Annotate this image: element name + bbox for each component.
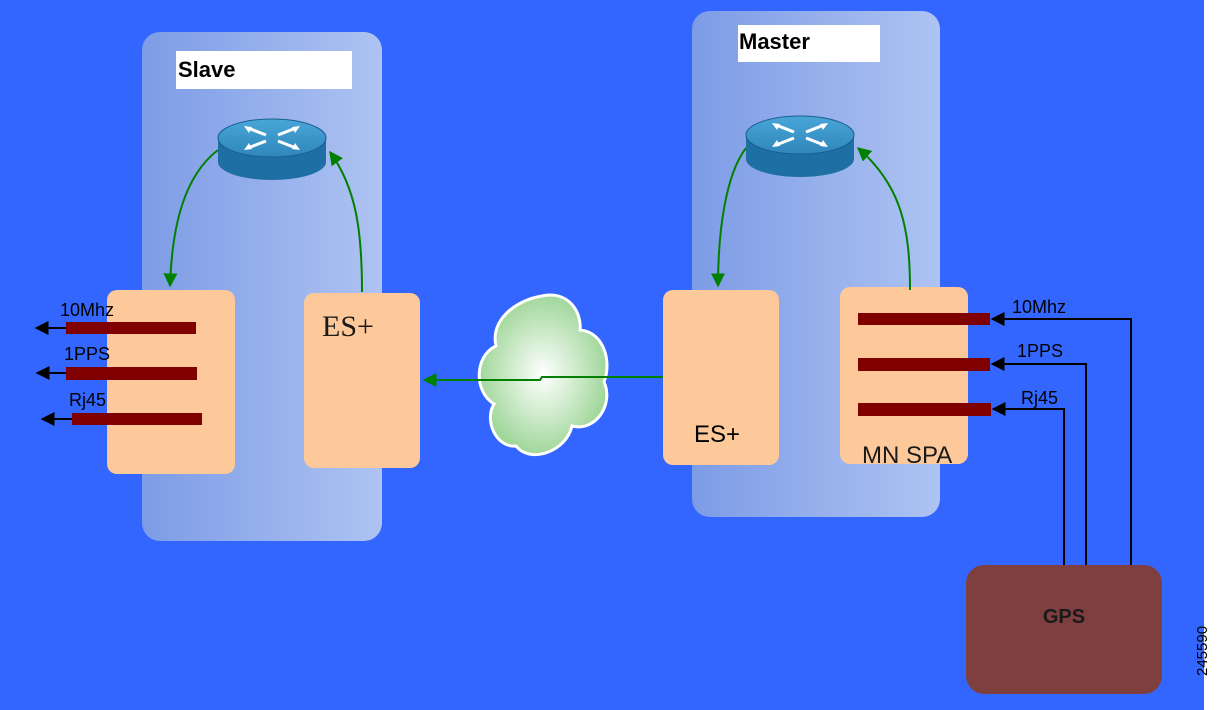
slave-es-to-router-arrow	[329, 150, 363, 293]
gps-rj45-feed-arrow	[991, 402, 1065, 565]
master-router-icon	[745, 115, 855, 177]
master-title: Master	[739, 29, 810, 54]
master-mn-spa-card	[840, 287, 968, 464]
master-port-label-rj45: Rj45	[1021, 388, 1058, 408]
slave-title: Slave	[178, 57, 236, 82]
master-port-label-10mhz: 10Mhz	[1012, 297, 1066, 317]
slave-port-label-rj45: Rj45	[69, 390, 106, 410]
network-cloud-icon	[477, 293, 609, 457]
master-title-box	[738, 25, 880, 62]
master-node: Master ES+ MN SPA 10Mhz 1	[663, 11, 1066, 517]
gps-1pps-feed-arrow	[990, 357, 1087, 565]
slave-node: Slave ES+	[34, 32, 420, 541]
master-port-bar-1pps	[858, 358, 990, 371]
master-mn-spa-label: MN SPA	[862, 442, 952, 469]
master-port-bar-10mhz	[858, 313, 990, 325]
slave-port-bar-10mhz	[66, 322, 196, 334]
figure-id: 245590	[1194, 625, 1211, 676]
slave-port-label-1pps: 1PPS	[64, 344, 110, 364]
slave-router-icon	[217, 118, 327, 180]
master-router-to-es-arrow	[711, 147, 747, 288]
master-es-card	[663, 290, 779, 465]
gps-box	[966, 565, 1162, 694]
gps-source: GPS	[966, 312, 1162, 694]
master-port-bar-rj45	[858, 403, 991, 416]
master-spa-to-router-arrow	[856, 147, 911, 291]
slave-es-card	[304, 293, 420, 468]
slave-port-label-10mhz: 10Mhz	[60, 300, 114, 320]
gps-10mhz-feed-arrow	[990, 312, 1132, 565]
slave-router-to-timing-arrow	[163, 149, 219, 288]
gps-label: GPS	[1043, 606, 1085, 628]
slave-title-box	[176, 51, 352, 89]
slave-timing-card	[107, 290, 235, 474]
slave-es-label: ES+	[322, 310, 374, 343]
slave-port-bar-rj45	[72, 413, 202, 425]
slave-port-bar-1pps	[66, 367, 197, 380]
master-es-label: ES+	[694, 421, 740, 448]
master-port-label-1pps: 1PPS	[1017, 341, 1063, 361]
master-to-slave-link-arrow	[422, 373, 663, 387]
